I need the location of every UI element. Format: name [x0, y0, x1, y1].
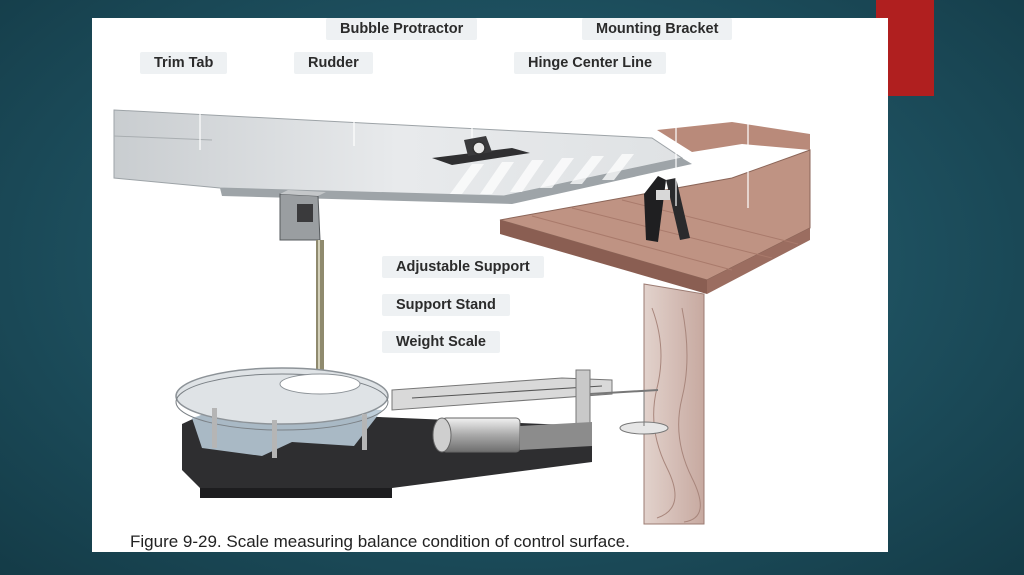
label-bubble-protractor: Bubble Protractor: [326, 18, 478, 40]
label-adjustable-support: Adjustable Support: [382, 256, 544, 278]
label-hinge-center-line: Hinge Center Line: [514, 52, 667, 74]
bubble-protractor-device: [432, 136, 530, 165]
figure-caption: Figure 9-29. Scale measuring balance con…: [130, 532, 630, 551]
hinge-stripes: [450, 154, 634, 194]
leader-lines: [199, 48, 749, 384]
mounting-bracket-device: [644, 176, 690, 242]
label-rudder: Rudder: [294, 52, 373, 74]
support-stand-device: [316, 240, 324, 378]
label-support-stand: Support Stand: [382, 294, 510, 316]
label-weight-scale: Weight Scale: [382, 331, 500, 353]
figure-panel: Trim Tab Rudder Bubble Protractor Mounti…: [92, 18, 888, 552]
label-trim-tab: Trim Tab: [140, 52, 228, 74]
balance-diagram: [113, 48, 811, 525]
weight-scale-device: [175, 367, 669, 498]
control-surface: [113, 109, 692, 204]
adjustable-support-device: [279, 190, 326, 241]
label-mounting-bracket: Mounting Bracket: [582, 18, 733, 40]
